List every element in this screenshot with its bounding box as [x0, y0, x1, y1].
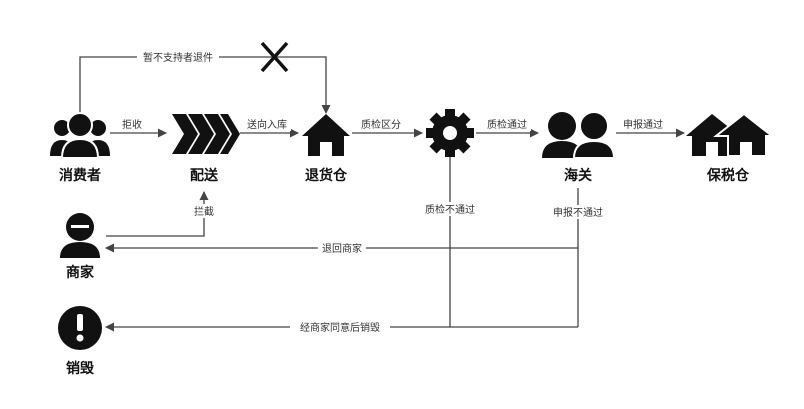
edge-label-qc-pass: 质检通过	[487, 118, 527, 131]
edge-no-consumer-return: 暂不支持者退件	[79, 50, 331, 114]
edge-declare-fail: 申报不通过 退回商家	[105, 188, 608, 255]
edge-intercept: 拦截	[106, 191, 217, 237]
x-mark-icon	[260, 41, 289, 73]
customs-label: 海关	[564, 167, 592, 184]
edge-label-qc-fail: 质检不通过	[425, 203, 475, 216]
edge-label-qc-sort: 质检区分	[361, 118, 401, 131]
return-warehouse-node: 退货仓	[302, 114, 350, 184]
edge-qc-sort: 质检区分	[352, 117, 423, 138]
edge-label-declare-fail: 申报不通过	[553, 206, 603, 219]
edge-label-send-to-warehouse: 送向入库	[247, 118, 287, 131]
edge-label-reject: 拒收	[122, 118, 142, 131]
delivery-label: 配送	[190, 167, 219, 184]
edge-label-destroy-with-consent: 经商家同意后销毁	[300, 321, 380, 334]
double-house-icon	[686, 112, 775, 157]
edge-declare-pass: 申报通过	[616, 117, 685, 138]
edge-qc-fail: 质检不通过 经商家同意后销毁	[105, 156, 579, 334]
gear-icon	[426, 109, 474, 157]
return-warehouse-label: 退货仓	[305, 167, 348, 184]
edge-label-declare-pass: 申报通过	[623, 118, 663, 131]
exclamation-circle-icon	[58, 306, 102, 350]
house-icon	[302, 114, 350, 156]
chevrons-right-icon	[172, 114, 240, 154]
merchant-node: 商家	[60, 213, 100, 281]
delivery-node: 配送	[172, 114, 240, 184]
edge-label-no-consumer-return: 暂不支持者退件	[143, 51, 213, 64]
edge-label-intercept: 拦截	[194, 205, 214, 218]
customs-node: 海关	[542, 111, 616, 184]
consumer-label: 消费者	[59, 167, 101, 184]
destroy-label: 销毁	[66, 360, 95, 377]
two-people-icon	[542, 111, 616, 159]
merchant-label: 商家	[66, 264, 95, 281]
destroy-node: 销毁	[58, 306, 102, 377]
consumer-node: 消费者	[50, 112, 110, 184]
edge-reject: 拒收	[110, 117, 167, 138]
edge-label-return-to-merchant: 退回商家	[322, 242, 362, 255]
people-group-icon	[50, 112, 110, 159]
bonded-warehouse-label: 保税仓	[706, 167, 750, 184]
edge-qc-pass: 质检通过	[476, 117, 539, 138]
qc-node	[426, 109, 474, 157]
edge-send-to-warehouse: 送向入库	[240, 117, 299, 138]
bonded-warehouse-node: 保税仓	[686, 112, 775, 184]
person-icon	[60, 213, 100, 258]
